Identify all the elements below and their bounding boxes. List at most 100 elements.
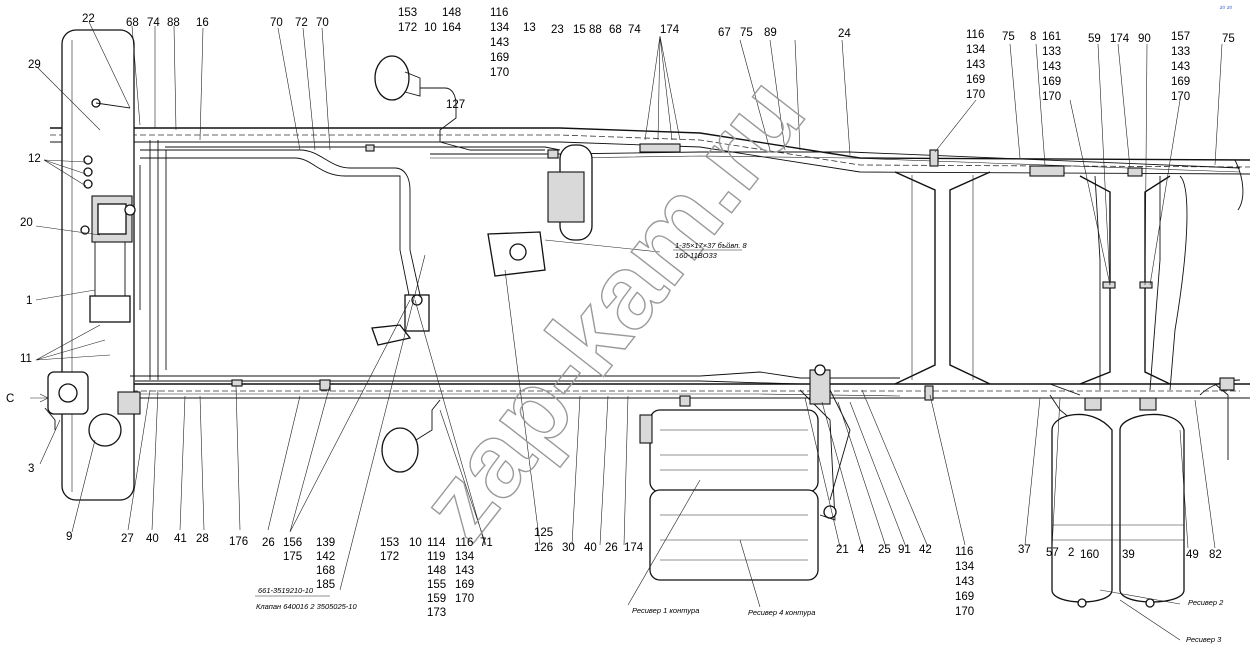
- callout: 156: [283, 537, 302, 549]
- callout: 148: [442, 7, 461, 19]
- callout: 143: [966, 59, 985, 71]
- callout: 160: [1080, 549, 1099, 561]
- callout: 59: [1088, 33, 1101, 45]
- corner-logo: ²⁰ ²⁰: [1220, 5, 1232, 13]
- note-top-2: 160-11ВО33: [675, 251, 718, 260]
- callout: 90: [1138, 33, 1151, 45]
- callout: 68: [609, 24, 622, 36]
- callout: 119: [427, 551, 445, 563]
- callout: 41: [174, 533, 187, 545]
- callout: 170: [1042, 91, 1061, 103]
- callout: 25: [878, 544, 891, 556]
- callout: 170: [1171, 91, 1190, 103]
- callout: 10: [424, 22, 437, 34]
- callout: 75: [1002, 31, 1015, 43]
- callout: 8: [1030, 31, 1036, 43]
- note-bottom-1: 661-3519210-10: [258, 586, 314, 595]
- callout: 143: [955, 576, 974, 588]
- callout: 9: [66, 531, 72, 543]
- callout: 70: [270, 17, 283, 29]
- receiver-contour-1: [649, 409, 819, 493]
- callout: 127: [446, 99, 465, 111]
- callout: 30: [562, 542, 575, 554]
- callout: 169: [1042, 76, 1061, 88]
- callout: 143: [490, 37, 509, 49]
- callout: 175: [283, 551, 302, 563]
- callout: 153: [398, 7, 417, 19]
- callout: 12: [28, 153, 41, 165]
- callout: 157: [1171, 31, 1190, 43]
- callout: 49: [1186, 549, 1199, 561]
- callout: 74: [628, 24, 641, 36]
- callout: 26: [262, 537, 275, 549]
- callout: 134: [455, 551, 475, 563]
- callout: 24: [838, 28, 851, 40]
- callout: 42: [919, 544, 932, 556]
- callout: 70: [316, 17, 329, 29]
- receiver-4-label: Ресивер 4 контура: [748, 608, 815, 617]
- pipe-lines: [130, 87, 1241, 521]
- callout: 134: [966, 44, 986, 56]
- callout: 75: [740, 27, 753, 39]
- callout: 15: [573, 24, 586, 36]
- callout: 174: [660, 24, 680, 36]
- callout: 26: [605, 542, 618, 554]
- callout: 133: [1171, 46, 1190, 58]
- callout: 116: [966, 29, 984, 41]
- callout: 159: [427, 593, 446, 605]
- callout: 28: [196, 533, 209, 545]
- callout: 176: [229, 536, 248, 548]
- callout: 170: [490, 67, 509, 79]
- callout: 57: [1046, 547, 1059, 559]
- callout: 143: [1042, 61, 1061, 73]
- receiver-1-label: Ресивер 1 контура: [632, 606, 699, 615]
- callout: 134: [955, 561, 975, 573]
- callout: 134: [490, 22, 510, 34]
- callout: 169: [955, 591, 974, 603]
- callout: 88: [167, 17, 180, 29]
- callout: 13: [523, 22, 536, 34]
- direction-label: C: [6, 393, 14, 405]
- receiver-2-label: Ресивер 2: [1188, 598, 1224, 607]
- callout: 116: [955, 546, 973, 558]
- receiver-2: [1051, 413, 1113, 603]
- callout: 68: [126, 17, 139, 29]
- callout: 4: [858, 544, 865, 556]
- callout: 40: [146, 533, 159, 545]
- callout: 82: [1209, 549, 1222, 561]
- brake-chamber-top: [374, 55, 410, 101]
- callout: 172: [398, 22, 417, 34]
- callout: 20: [20, 217, 33, 229]
- callout: 39: [1122, 549, 1135, 561]
- callout: 172: [380, 551, 399, 563]
- callout: 169: [966, 74, 985, 86]
- callout: 185: [316, 579, 335, 591]
- callout: 11: [20, 353, 32, 365]
- callout: 114: [427, 537, 446, 549]
- callout: 16: [196, 17, 209, 29]
- callout: 161: [1042, 31, 1061, 43]
- callout: 2: [1068, 547, 1074, 559]
- receiver-3: [1119, 413, 1185, 603]
- callout: 74: [147, 17, 160, 29]
- callout: 142: [316, 551, 335, 563]
- callout: 174: [624, 542, 644, 554]
- callout: 21: [836, 544, 849, 556]
- brake-chamber-bottom: [381, 427, 419, 473]
- callout: 174: [1110, 33, 1130, 45]
- callout: 155: [427, 579, 446, 591]
- callout: 126: [534, 542, 553, 554]
- callout: 67: [718, 27, 731, 39]
- callout: 116: [455, 537, 473, 549]
- callout: 168: [316, 565, 335, 577]
- leader-lines: [30, 21, 1223, 641]
- callout: 88: [589, 24, 602, 36]
- callout: 27: [121, 533, 134, 545]
- callout: 75: [1222, 33, 1235, 45]
- callout: 169: [490, 52, 509, 64]
- receiver-3-label: Ресивер 3: [1186, 635, 1222, 644]
- callout: 148: [427, 565, 446, 577]
- callout: 89: [764, 27, 777, 39]
- callout: 170: [455, 593, 474, 605]
